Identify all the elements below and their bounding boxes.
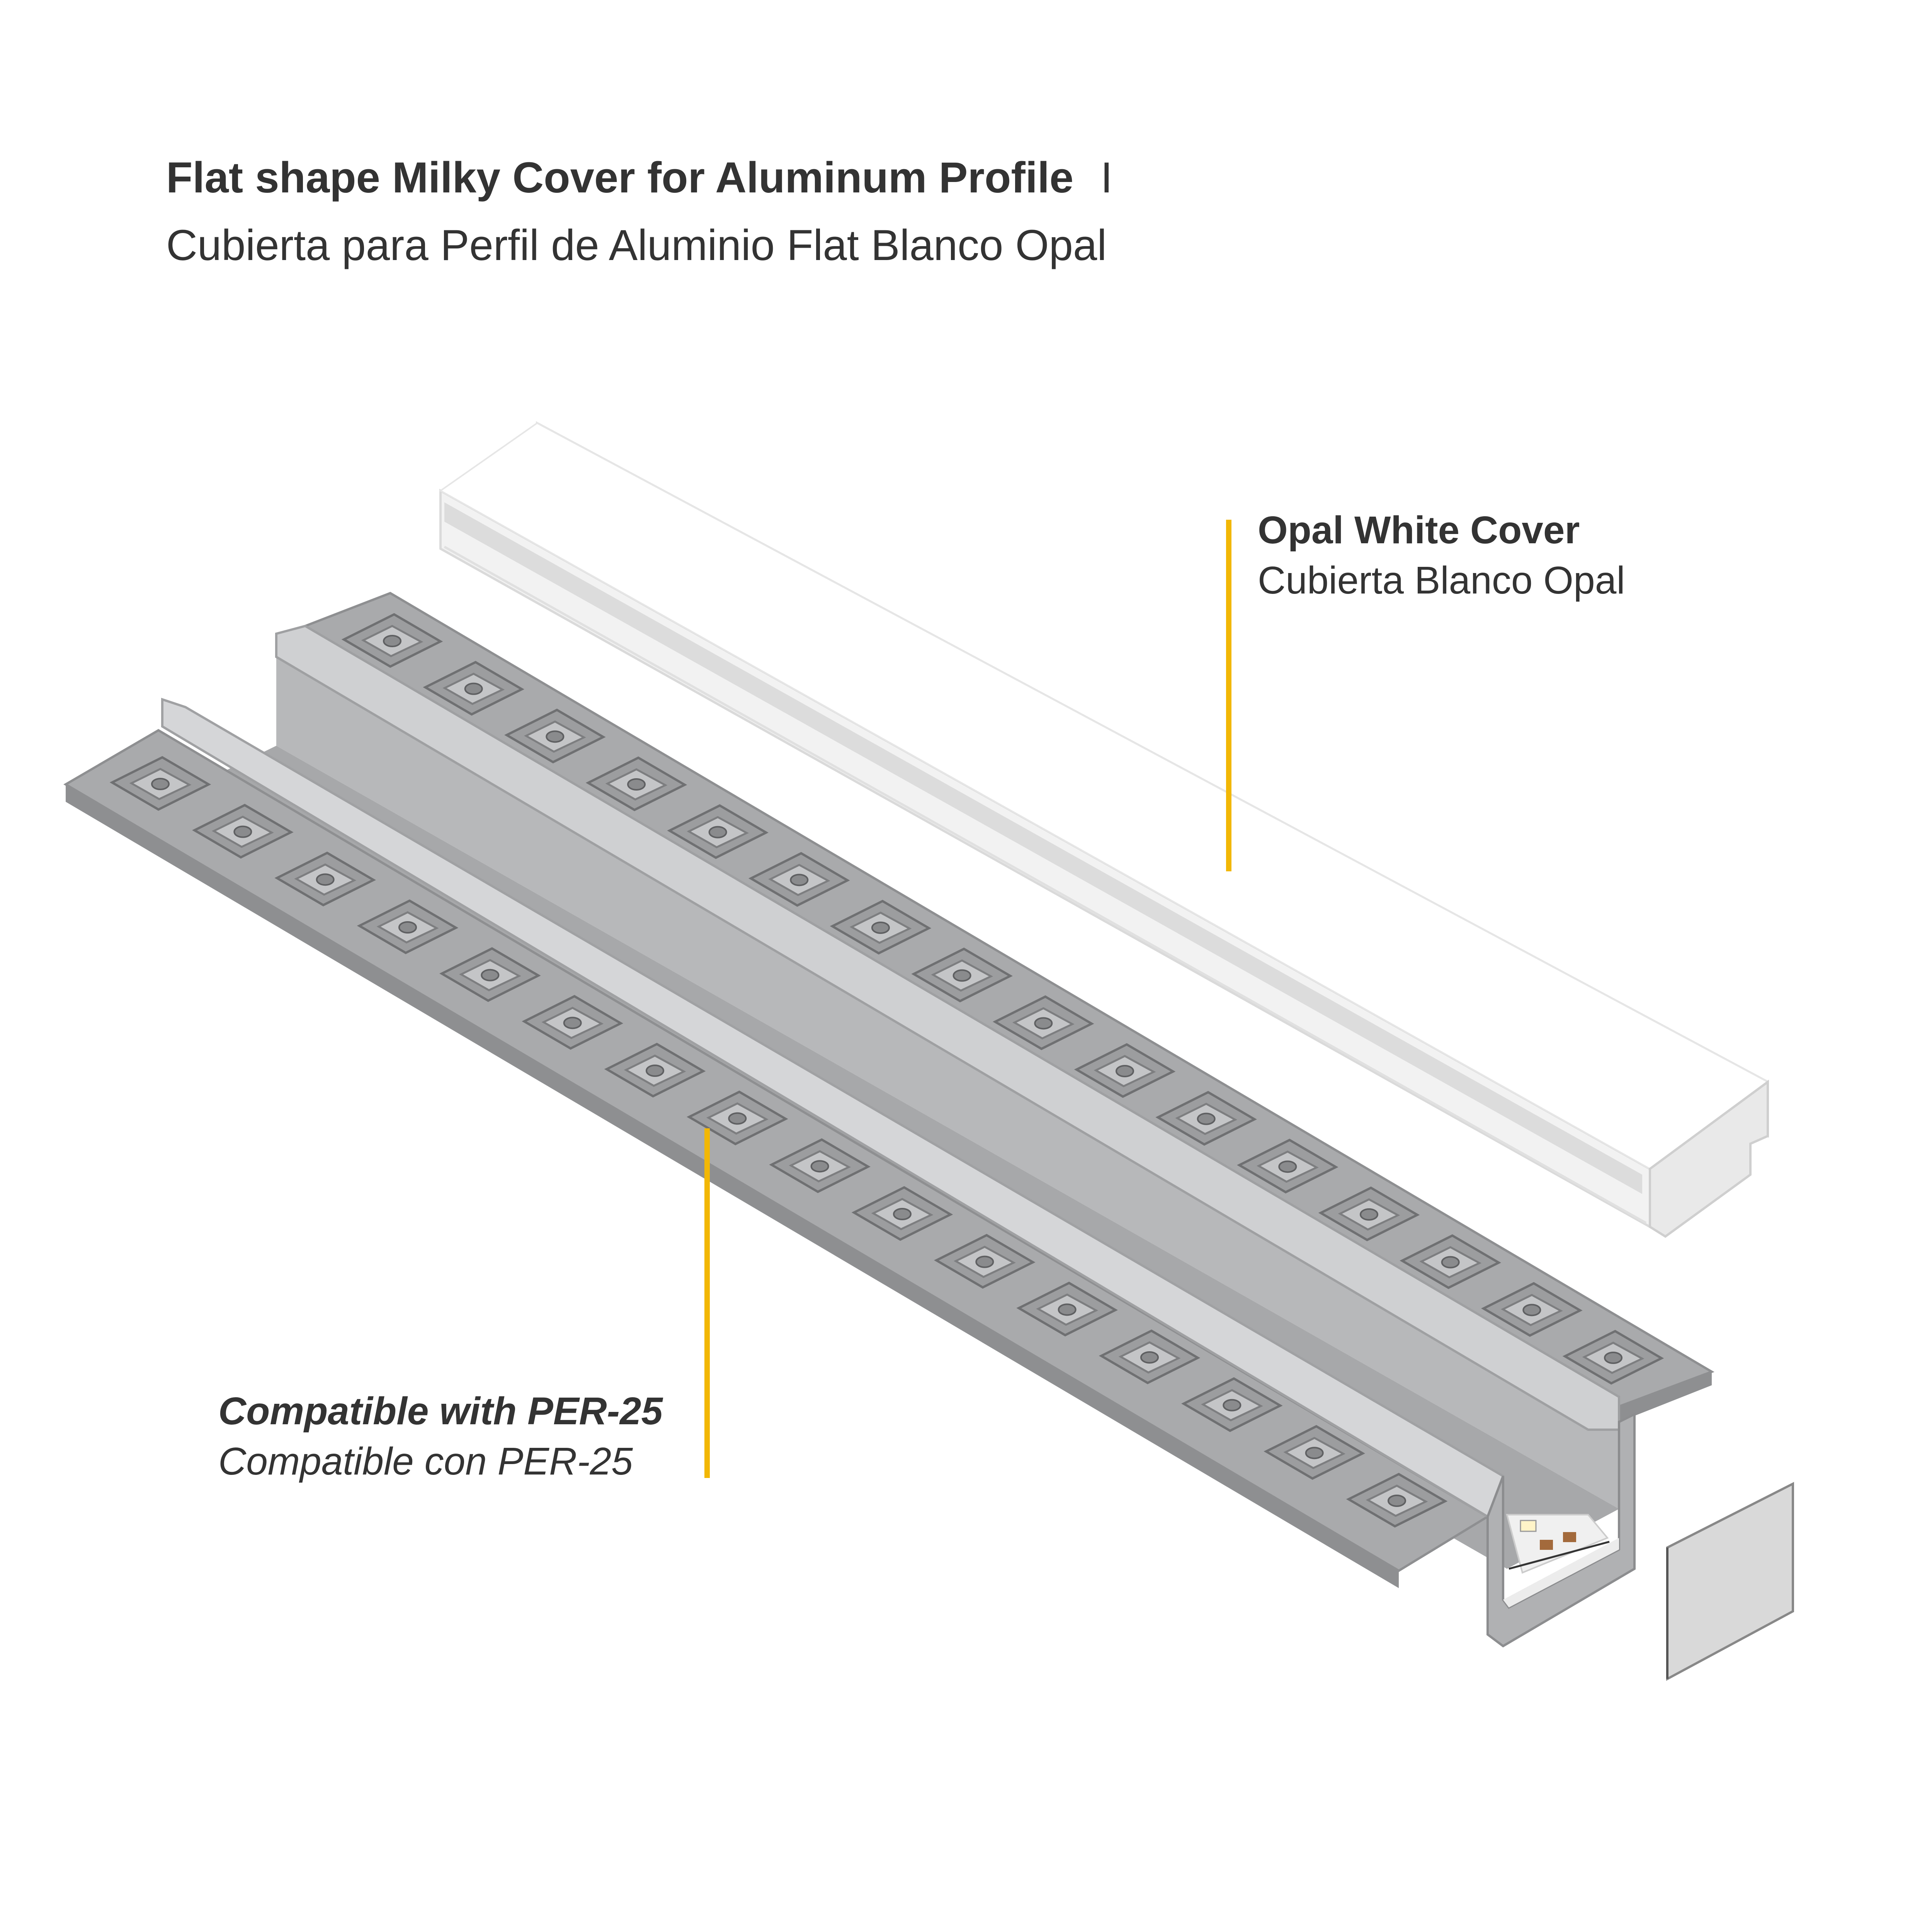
title-separator: I (1100, 153, 1113, 202)
front-flange-slot (604, 1043, 706, 1098)
front-flange-slot (934, 1234, 1036, 1289)
front-flange-slot (522, 995, 623, 1050)
aluminum-profile (63, 592, 1714, 1648)
back-flange-slot (667, 804, 769, 859)
front-flange-slot (1016, 1281, 1118, 1337)
opal-white-cover (439, 421, 1769, 1238)
front-flange-slot (439, 947, 541, 1002)
back-flange-slot (423, 661, 524, 716)
cover-label-es: Cubierta Blanco Opal (1258, 559, 1625, 602)
back-flange-slot (504, 708, 606, 764)
front-flange-slot (1346, 1473, 1448, 1528)
front-flange-slot (769, 1138, 871, 1193)
title-line-1: Flat shape Milky Cover for Aluminum Prof… (166, 153, 1074, 202)
front-flange-slot (357, 899, 459, 954)
back-flange-slots (341, 613, 1664, 1385)
back-flange-slot (1562, 1330, 1664, 1385)
led-strip (1506, 1514, 1610, 1574)
compatible-label-es: Compatible con PER-25 (218, 1440, 633, 1483)
front-flange-slot (109, 756, 211, 811)
back-flange-slot (1074, 1043, 1176, 1098)
page-subtitle: Cubierta para Perfil de Aluminio Flat Bl… (166, 221, 1107, 269)
front-flange-slot (274, 851, 376, 906)
back-flange-slot (1155, 1091, 1257, 1146)
back-flange-slot (830, 900, 932, 955)
page-title: Flat shape Milky Cover for Aluminum Prof… (166, 153, 1112, 202)
back-flange-slot (748, 852, 850, 907)
back-flange-slot (341, 613, 443, 668)
back-flange-slot (911, 947, 1013, 1003)
front-flange-slot (1264, 1425, 1365, 1480)
end-cap (1666, 1482, 1794, 1681)
back-flange-slot (1237, 1138, 1338, 1194)
compatible-label-en: Compatible with PER-25 (218, 1389, 663, 1433)
front-flange-slot (687, 1090, 788, 1146)
front-flange-slot (192, 804, 294, 859)
front-flange-slots (109, 756, 1448, 1528)
cover-label-en: Opal White Cover (1258, 509, 1580, 552)
front-flange-slot (1099, 1329, 1201, 1384)
back-flange-slot (993, 995, 1094, 1050)
back-flange-slot (1481, 1282, 1583, 1337)
back-flange-slot (1318, 1186, 1420, 1242)
front-flange-slot (851, 1186, 953, 1241)
back-flange-slot (585, 756, 687, 811)
front-flange-slot (1181, 1377, 1283, 1432)
back-flange-slot (1400, 1234, 1501, 1289)
